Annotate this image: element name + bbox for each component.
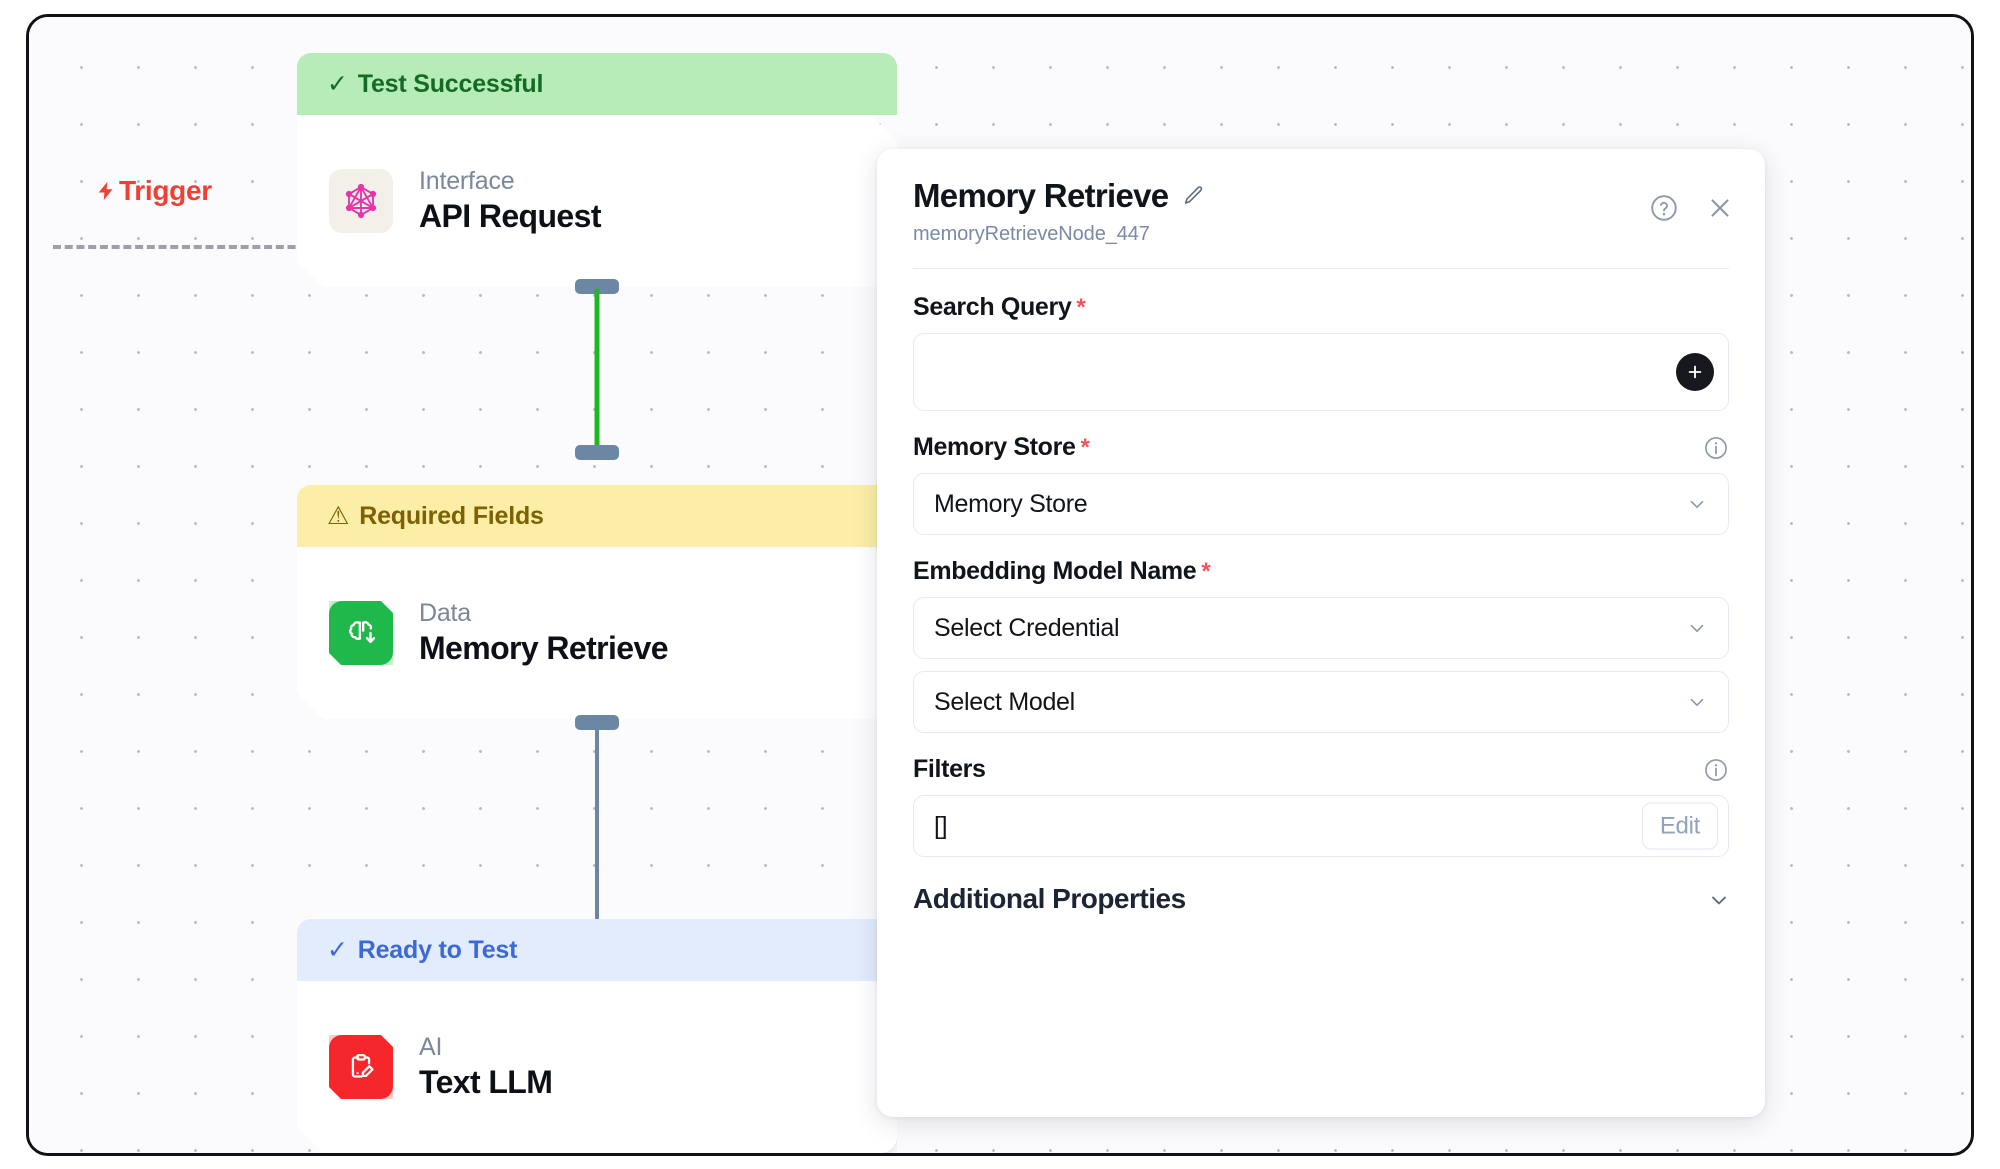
trigger-dashed-line xyxy=(53,245,319,249)
node-card-text-llm[interactable]: AI Text LLM xyxy=(297,981,897,1153)
warning-triangle-icon: ⚠ xyxy=(327,501,350,530)
node-properties-panel: Memory Retrieve memoryRetrieveNode_447 xyxy=(877,149,1765,1117)
panel-header: Memory Retrieve memoryRetrieveNode_447 xyxy=(877,149,1765,246)
field-embedding-model-name: Embedding Model Name* Select Credential … xyxy=(913,557,1729,733)
node-kind-label: AI xyxy=(419,1033,443,1061)
lightning-bolt-icon xyxy=(95,178,117,204)
graphql-icon xyxy=(329,169,393,233)
panel-divider xyxy=(913,268,1729,269)
node-status-label: Test Successful xyxy=(357,69,544,98)
field-label: Memory Store* xyxy=(913,433,1090,462)
required-asterisk: * xyxy=(1201,558,1211,585)
panel-title-row: Memory Retrieve xyxy=(913,177,1729,215)
memory-store-select[interactable]: Memory Store xyxy=(913,473,1729,535)
required-asterisk: * xyxy=(1076,294,1086,321)
check-icon: ✓ xyxy=(327,935,348,964)
info-icon[interactable] xyxy=(1703,757,1729,783)
node-title-label: Memory Retrieve xyxy=(419,630,668,666)
panel-subtitle-node-id: memoryRetrieveNode_447 xyxy=(913,223,1150,245)
brain-download-icon xyxy=(329,601,393,665)
chevron-down-icon xyxy=(1686,493,1708,515)
select-credential-value: Select Credential xyxy=(934,613,1120,642)
node-status-label: Ready to Test xyxy=(357,935,518,964)
connector-handle-source[interactable] xyxy=(575,715,619,730)
connector-memory-retrieve-to-text-llm[interactable] xyxy=(297,715,897,934)
close-icon[interactable] xyxy=(1705,193,1735,228)
field-label-text: Embedding Model Name xyxy=(913,557,1197,585)
plus-icon[interactable] xyxy=(1676,353,1714,391)
select-credential-dropdown[interactable]: Select Credential xyxy=(913,597,1729,659)
chevron-down-icon xyxy=(1686,617,1708,639)
panel-body: Search Query* Memory Store* xyxy=(877,269,1765,915)
filters-value: [] xyxy=(934,811,948,840)
field-label-row: Embedding Model Name* xyxy=(913,557,1729,586)
field-label-row: Filters xyxy=(913,755,1729,784)
node-status-banner-warning: ⚠ Required Fields xyxy=(297,485,897,547)
question-circle-icon[interactable] xyxy=(1649,193,1679,228)
filters-code-input[interactable]: [] Edit xyxy=(913,795,1729,857)
node-title-label: Text LLM xyxy=(419,1064,553,1100)
required-asterisk: * xyxy=(1080,434,1090,461)
app-frame: Trigger ✓ Test Successful xyxy=(26,14,1974,1156)
check-icon: ✓ xyxy=(327,69,348,98)
pencil-icon[interactable] xyxy=(1181,184,1205,208)
flow-node-memory-retrieve[interactable]: ⚠ Required Fields xyxy=(297,485,897,719)
node-status-banner-ready: ✓ Ready to Test xyxy=(297,919,897,981)
connector-edge-inactive xyxy=(595,725,599,925)
field-label: Embedding Model Name* xyxy=(913,557,1211,586)
trigger-label: Trigger xyxy=(119,175,212,206)
field-label-text: Search Query xyxy=(913,293,1072,321)
field-label: Filters xyxy=(913,755,986,783)
node-card-api-request[interactable]: Interface API Request xyxy=(297,115,897,287)
connector-edge-active xyxy=(594,289,600,451)
chevron-down-icon xyxy=(1686,691,1708,713)
field-memory-store: Memory Store* Memory Store xyxy=(913,433,1729,535)
workflow-canvas[interactable]: Trigger ✓ Test Successful xyxy=(29,17,1971,1153)
node-status-banner-success: ✓ Test Successful xyxy=(297,53,897,115)
field-label-row: Search Query* xyxy=(913,293,1729,322)
connector-api-request-to-memory-retrieve[interactable] xyxy=(297,279,897,460)
select-model-value: Select Model xyxy=(934,687,1075,716)
connector-handle-target[interactable] xyxy=(575,445,619,460)
field-search-query: Search Query* xyxy=(913,293,1729,411)
additional-properties-label: Additional Properties xyxy=(913,883,1186,914)
node-kind-label: Interface xyxy=(419,167,515,195)
panel-title: Memory Retrieve xyxy=(913,177,1169,214)
node-card-memory-retrieve[interactable]: Data Memory Retrieve xyxy=(297,547,897,719)
flow-node-text-llm[interactable]: ✓ Ready to Test AI xyxy=(297,919,897,1153)
node-text-block: Data Memory Retrieve xyxy=(419,599,668,667)
node-status-label: Required Fields xyxy=(359,501,544,530)
node-kind-label: Data xyxy=(419,599,472,627)
field-label-row: Memory Store* xyxy=(913,433,1729,462)
additional-properties-accordion[interactable]: Additional Properties xyxy=(913,883,1729,915)
node-title-label: API Request xyxy=(419,198,601,234)
field-label: Search Query* xyxy=(913,293,1086,322)
clipboard-pencil-icon xyxy=(329,1035,393,1099)
chevron-down-icon xyxy=(1707,888,1729,910)
panel-actions xyxy=(1649,193,1735,228)
flow-node-api-request[interactable]: ✓ Test Successful xyxy=(297,53,897,287)
memory-store-value: Memory Store xyxy=(934,489,1088,518)
node-text-block: AI Text LLM xyxy=(419,1033,552,1101)
field-filters: Filters [] Edit xyxy=(913,755,1729,857)
info-icon[interactable] xyxy=(1703,435,1729,461)
trigger-marker: Trigger xyxy=(95,177,212,205)
search-query-input[interactable] xyxy=(913,333,1729,411)
edit-button[interactable]: Edit xyxy=(1641,802,1718,850)
node-text-block: Interface API Request xyxy=(419,167,601,235)
field-label-text: Memory Store xyxy=(913,433,1076,461)
select-model-dropdown[interactable]: Select Model xyxy=(913,671,1729,733)
connector-handle-source[interactable] xyxy=(575,279,619,294)
